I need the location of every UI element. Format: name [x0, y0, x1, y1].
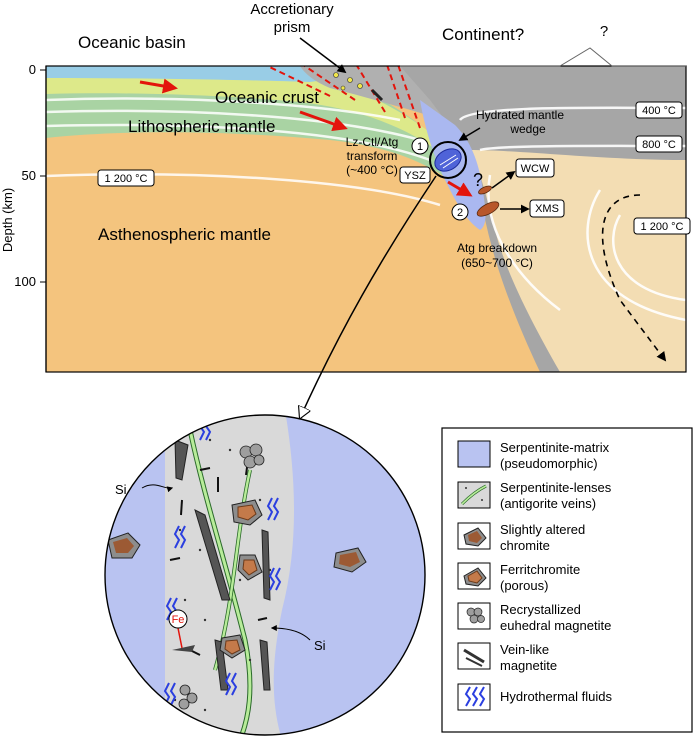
- legend-item-5-line1: Recrystallized: [500, 602, 581, 617]
- depth-axis-label: Depth (km): [0, 188, 15, 252]
- atg-breakdown-label-1: Atg breakdown: [457, 241, 537, 255]
- question-mark-top: ?: [600, 23, 608, 40]
- legend-item-2-line2: (antigorite veins): [500, 496, 596, 511]
- prism-grains: [333, 72, 384, 102]
- magnetite-clusters: [178, 443, 265, 710]
- svg-text:1: 1: [417, 141, 423, 153]
- svg-text:WCW: WCW: [521, 163, 550, 175]
- svg-text:1 200 °C: 1 200 °C: [105, 173, 148, 185]
- legend-item-1-line2: (pseudomorphic): [500, 456, 598, 471]
- legend-item-2-line1: Serpentinite-lenses: [500, 480, 612, 495]
- box-wcw: WCW: [515, 158, 555, 178]
- lz-ctl-label-1: Lz-Ctl/Atg: [346, 135, 399, 149]
- marker-2: 2: [451, 203, 469, 221]
- zoom-source-circle: [429, 141, 467, 179]
- svg-text:XMS: XMS: [535, 203, 559, 215]
- lz-ctl-label-2: transform: [347, 149, 398, 163]
- asthenospheric-mantle-label: Asthenospheric mantle: [98, 225, 271, 244]
- accretionary-label-1: Accretionary: [250, 1, 334, 18]
- box-xms: XMS: [529, 199, 565, 218]
- section-labels: Accretionary prism Oceanic basin Contine…: [78, 1, 608, 270]
- legend-item-6-line2: magnetite: [500, 658, 557, 673]
- hydrated-wedge-label-1: Hydrated mantle: [476, 108, 564, 122]
- legend: Serpentinite-matrix (pseudomorphic) Serp…: [441, 427, 693, 733]
- inset-circle: [105, 415, 425, 735]
- svg-text:1 200 °C: 1 200 °C: [641, 221, 684, 233]
- continent-label: Continent?: [442, 25, 524, 44]
- inset-fe-marker: Fe: [168, 609, 188, 629]
- cross-section: [46, 66, 686, 372]
- question-mark-mid: ?: [473, 170, 483, 190]
- oceanic-crust-label: Oceanic crust: [215, 88, 319, 107]
- svg-text:400 °C: 400 °C: [642, 105, 676, 117]
- oceanic-basin-label: Oceanic basin: [78, 33, 186, 52]
- legend-item-4-line1: Ferritchromite: [500, 562, 580, 577]
- legend-item-5-line2: euhedral magnetite: [500, 618, 611, 633]
- ferritchromite-grains: [219, 499, 263, 659]
- sediment-layer: [46, 66, 337, 82]
- box-ysz: YSZ: [399, 166, 431, 184]
- svg-text:800 °C: 800 °C: [642, 139, 676, 151]
- svg-text:2: 2: [457, 207, 463, 219]
- tick-label-0: 0: [29, 62, 36, 77]
- legend-item-1-line1: Serpentinite-matrix: [500, 440, 610, 455]
- svg-text:YSZ: YSZ: [404, 170, 426, 182]
- legend-swatch-serp-matrix: [457, 440, 491, 468]
- lz-ctl-label-3: (~400 °C): [346, 163, 398, 177]
- continent-topography: [400, 47, 686, 67]
- marker-1: 1: [411, 137, 429, 155]
- tick-label-50: 50: [22, 168, 36, 183]
- box-1200-left: 1 200 °C: [97, 169, 155, 187]
- legend-item-4-line2: (porous): [500, 578, 548, 593]
- legend-item-7-line1: Hydrothermal fluids: [500, 689, 612, 704]
- svg-text:Fe: Fe: [172, 614, 185, 626]
- inset-si-label-1: Si: [115, 482, 127, 497]
- legend-item-3-line1: Slightly altered: [500, 522, 585, 537]
- fluid-escape-paths: [265, 66, 421, 129]
- box-1200-right: 1 200 °C: [633, 217, 691, 235]
- depth-axis: 0 50 100 Depth (km): [0, 62, 47, 372]
- atg-breakdown-label-2: (650~700 °C): [461, 256, 533, 270]
- lithospheric-mantle-label: Lithospheric mantle: [128, 117, 275, 136]
- legend-item-3-line2: chromite: [500, 538, 550, 553]
- hydrated-wedge-label-2: wedge: [509, 122, 546, 136]
- inset-si-label-2: Si: [314, 638, 326, 653]
- tick-label-100: 100: [14, 274, 36, 289]
- accretionary-label-2: prism: [274, 19, 311, 36]
- legend-item-6-line1: Vein-like: [500, 642, 549, 657]
- box-800: 800 °C: [635, 135, 683, 153]
- box-400: 400 °C: [635, 101, 683, 119]
